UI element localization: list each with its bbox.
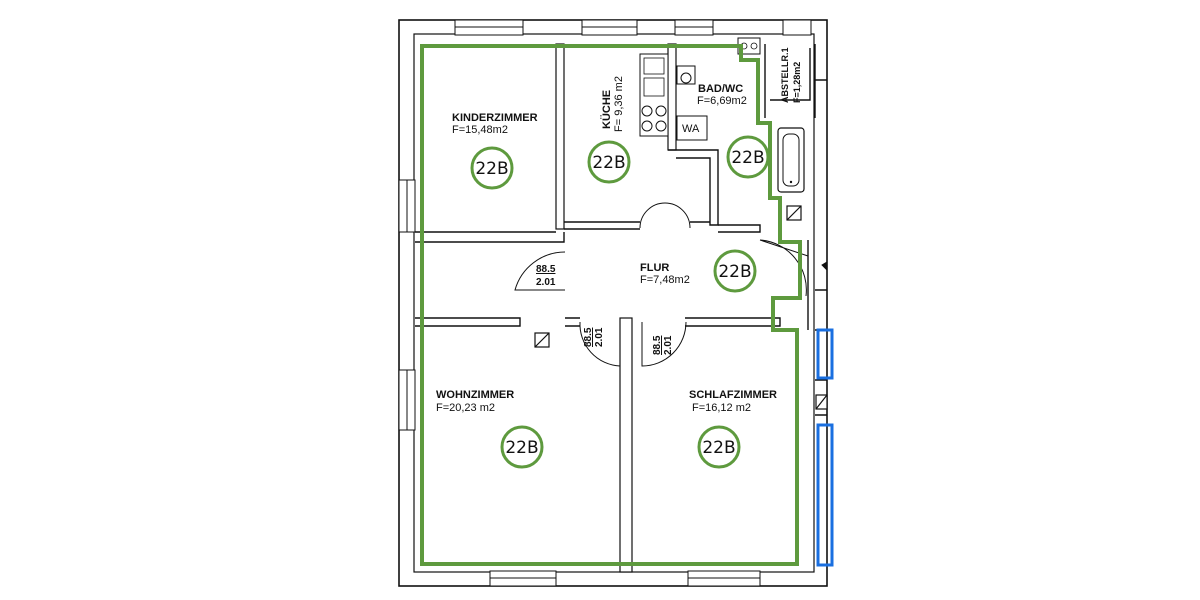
room-name-bad: BAD/WC: [698, 83, 743, 95]
room-area-kinderzimmer: F=15,48m2: [452, 124, 508, 136]
neighbor-windows: [816, 328, 834, 567]
shaft-symbols: [534, 205, 828, 410]
svg-text:22B: 22B: [702, 438, 735, 458]
room-area-flur: F=7,48m2: [640, 274, 690, 286]
svg-text:22B: 22B: [475, 159, 508, 179]
windows: [398, 19, 812, 587]
fixture-wa-label: WA: [682, 123, 700, 135]
door-dim-height: 2.01: [594, 327, 605, 347]
interior-walls: [415, 43, 827, 573]
room-labels: KINDERZIMMER F=15,48m2 KÜCHE F= 9,36 m2 …: [436, 47, 802, 414]
kitchen-fixtures: [639, 53, 669, 137]
room-name-wohnzimmer: WOHNZIMMER: [436, 389, 514, 401]
room-area-kueche: F= 9,36 m2: [613, 76, 625, 132]
door-dim-width: 88.5: [583, 327, 594, 347]
room-name-kinderzimmer: KINDERZIMMER: [452, 112, 538, 124]
unit-markers: 22B 22B 22B 22B 22B 22B: [470, 135, 770, 469]
svg-text:22B: 22B: [592, 153, 625, 173]
door-dimensions: 88.5 2.01 88.5 2.01 88.5 2.01: [536, 264, 674, 355]
door-dim-height: 2.01: [663, 335, 674, 355]
unit-marker: 22B: [713, 249, 757, 293]
door-dim-width: 88.5: [652, 335, 663, 355]
unit-outline: [420, 44, 802, 566]
room-name-kueche: KÜCHE: [600, 90, 613, 129]
door-dim-height: 2.01: [536, 277, 556, 288]
unit-marker: 22B: [726, 135, 770, 179]
unit-marker: 22B: [697, 425, 741, 469]
room-area-bad: F=6,69m2: [697, 95, 747, 107]
room-area-abstellr: F=1,28m2: [792, 62, 802, 103]
svg-text:22B: 22B: [505, 438, 538, 458]
room-area-schlafzimmer: F=16,12 m2: [692, 402, 751, 414]
room-name-abstellr: ABSTELLR.1: [780, 47, 790, 103]
unit-marker: 22B: [500, 425, 544, 469]
room-area-wohnzimmer: F=20,23 m2: [436, 402, 495, 414]
door-dim-width: 88.5: [536, 264, 556, 275]
room-name-schlafzimmer: SCHLAFZIMMER: [689, 389, 777, 401]
unit-marker: 22B: [470, 146, 514, 190]
svg-text:22B: 22B: [718, 262, 751, 282]
room-name-flur: FLUR: [640, 262, 669, 274]
svg-text:22B: 22B: [731, 148, 764, 168]
bath-fixtures: [676, 37, 805, 193]
unit-marker: 22B: [587, 140, 631, 184]
